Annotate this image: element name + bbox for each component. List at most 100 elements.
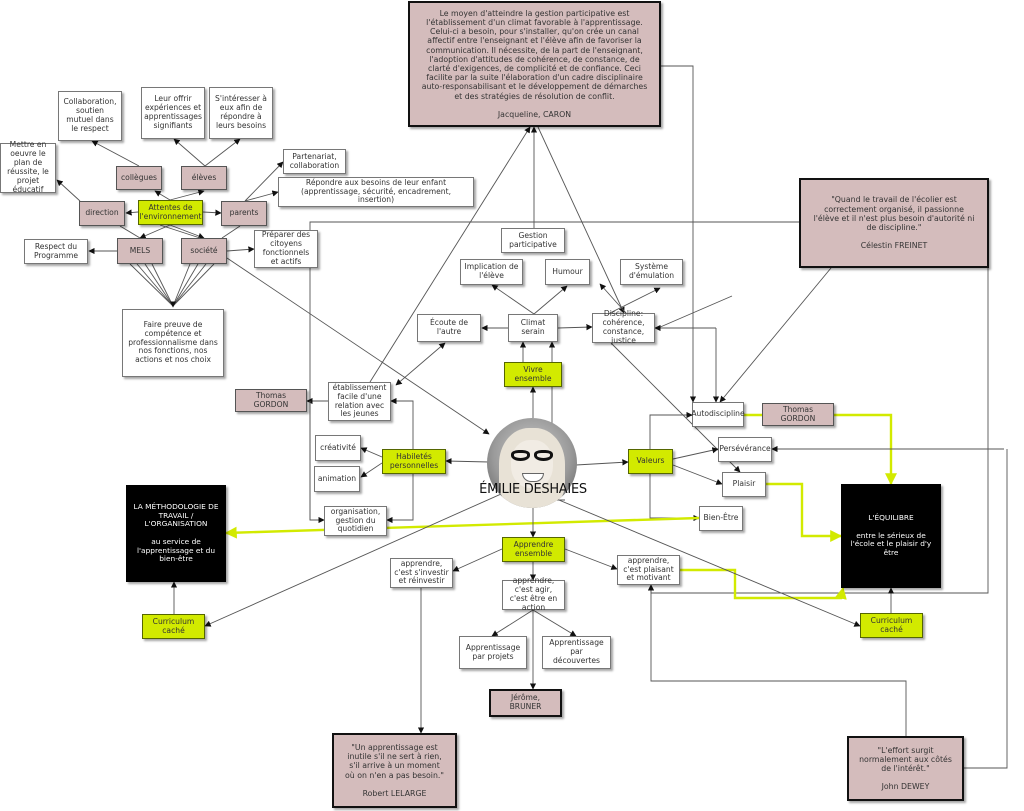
connector-line: [151, 263, 174, 307]
node-dewey[interactable]: "L'effort surgit normalement aux côtés d…: [847, 736, 964, 801]
node-respect[interactable]: Respect du Programme: [24, 239, 88, 264]
connector-line: [172, 263, 191, 307]
node-repondre[interactable]: Répondre aux besoins de leur enfant (app…: [278, 177, 474, 207]
connector-line: [680, 568, 847, 600]
connector-line: [390, 397, 414, 449]
node-climat[interactable]: Climat serain: [508, 314, 558, 342]
node-offrir[interactable]: Leur offrir expériences et apprentissage…: [141, 87, 205, 139]
connector-line: [557, 324, 593, 331]
node-etablissement[interactable]: établissement facile d'une relation avec…: [328, 382, 391, 421]
connector-line: [136, 263, 174, 307]
connector-line: [964, 449, 1008, 769]
connector-line: [719, 267, 832, 403]
node-implication[interactable]: Implication de l'élève: [460, 259, 523, 285]
connector-line: [766, 482, 843, 542]
connector-line: [244, 190, 279, 202]
node-valeurs[interactable]: Valeurs: [628, 449, 673, 474]
node-organisation[interactable]: organisation, gestion du quotidien: [324, 506, 387, 536]
node-societe[interactable]: société: [181, 238, 227, 264]
node-plan[interactable]: Mettre en oeuvre le plan de réussite, le…: [0, 140, 56, 194]
node-humour[interactable]: Humour: [545, 259, 590, 285]
connector-line: [834, 413, 897, 486]
node-gestion[interactable]: Gestion participative: [501, 228, 565, 253]
node-perseverance[interactable]: Persévérance: [718, 437, 772, 462]
node-ecoute[interactable]: Écoute de l'autre: [417, 314, 481, 342]
node-lelarge[interactable]: "Un apprentissage est inutile s'il ne se…: [332, 733, 457, 808]
connector-line: [173, 138, 206, 167]
node-projets[interactable]: Apprentissage par projets: [459, 636, 527, 669]
portrait-glasses-icon: [509, 450, 555, 462]
connector-line: [139, 224, 171, 239]
node-discipline[interactable]: Discipline: cohérence, constance, justic…: [592, 309, 655, 345]
node-partenariat[interactable]: Partenariat, collaboration: [283, 149, 346, 174]
connector-line: [649, 411, 693, 449]
connector-line: [159, 224, 201, 239]
node-apprendre-ens[interactable]: Apprendre ensemble: [502, 537, 565, 562]
node-direction[interactable]: direction: [79, 201, 125, 226]
connector-line: [172, 263, 207, 307]
connector-line: [672, 464, 723, 485]
connector-line: [221, 225, 241, 239]
node-bruner[interactable]: Jérôme, BRUNER: [489, 689, 562, 717]
connector-bienetre-methodo: [224, 516, 700, 539]
node-curriculum1[interactable]: Curriculum caché: [142, 614, 205, 639]
connector-line: [534, 489, 861, 627]
connector-line: [491, 284, 535, 315]
connector-line: [204, 489, 511, 627]
node-autodiscipline[interactable]: Autodiscipline: [691, 402, 745, 427]
connector-line: [144, 263, 174, 307]
node-methodo[interactable]: LA MÉTHODOLOGIE DE TRAVAIL / L'ORGANISAT…: [126, 485, 226, 582]
connector-line: [172, 263, 199, 307]
node-competence[interactable]: Faire preuve de compétence et profession…: [122, 309, 224, 377]
node-creativite[interactable]: créativité: [315, 435, 361, 461]
connector-line: [575, 459, 629, 466]
node-animation[interactable]: animation: [314, 466, 360, 492]
connector-line: [154, 190, 171, 201]
connector-line: [533, 285, 568, 315]
node-caron[interactable]: Le moyen d'atteindre la gestion particip…: [408, 1, 661, 127]
connector-line: [599, 283, 627, 314]
connector-line: [564, 548, 618, 570]
node-attentes[interactable]: Attentes de l'environnement: [138, 200, 203, 225]
connector-line: [202, 209, 222, 216]
center-portrait[interactable]: [487, 418, 577, 508]
node-plaisir[interactable]: Plaisir: [722, 472, 766, 497]
connector-line: [244, 161, 284, 202]
node-gordon2[interactable]: Thomas GORDON: [762, 403, 834, 426]
node-citoyens[interactable]: Préparer des citoyens fonctionnels et ac…: [254, 230, 318, 268]
node-mels[interactable]: MELS: [117, 238, 163, 264]
node-interesser[interactable]: S'intéresser à eux afin de répondre à le…: [209, 87, 273, 139]
node-decouvertes[interactable]: Apprentissage par découvertes: [542, 636, 611, 669]
center-title: ÉMILIE DESHAIES: [479, 482, 587, 497]
node-eleves[interactable]: élèves: [181, 166, 227, 190]
connector-line: [661, 65, 697, 403]
node-agir[interactable]: apprendre, c'est agir, c'est être en act…: [502, 576, 565, 612]
node-curriculum2[interactable]: Curriculum caché: [860, 613, 923, 638]
node-collab[interactable]: Collaboration, soutien mutuel dans le re…: [58, 91, 122, 141]
connector-line: [386, 474, 414, 524]
connector-line: [532, 609, 577, 637]
connector-line: [537, 126, 625, 314]
node-vivre[interactable]: Vivre ensemble: [504, 362, 562, 387]
node-bienetre[interactable]: Bien-Être: [699, 506, 743, 531]
node-collegues[interactable]: collègues: [116, 166, 162, 190]
connector-line: [452, 548, 503, 572]
node-gordon1[interactable]: Thomas GORDON: [235, 389, 307, 412]
connector-line: [491, 609, 534, 637]
node-habiletes[interactable]: Habiletés personnelles: [382, 449, 446, 474]
connector-line: [609, 287, 661, 314]
node-equilibre[interactable]: L'ÉQUILIBRE entre le sérieux de l'école …: [841, 484, 941, 588]
connector-line: [172, 263, 215, 307]
node-freinet[interactable]: "Quand le travail de l'écolier est corre…: [799, 178, 989, 268]
connector-line: [56, 179, 81, 202]
connector-line: [657, 295, 733, 329]
connector-line: [91, 140, 140, 167]
connector-line: [129, 263, 174, 307]
node-parents[interactable]: parents: [221, 201, 267, 226]
node-emulation[interactable]: Système d'émulation: [620, 259, 683, 285]
connector-line: [445, 457, 490, 465]
connector-line: [649, 474, 700, 522]
node-investir[interactable]: apprendre, c'est s'investir et réinvesti…: [390, 558, 453, 588]
node-plaisant[interactable]: apprendre, c'est plaisant et motivant: [617, 555, 680, 585]
